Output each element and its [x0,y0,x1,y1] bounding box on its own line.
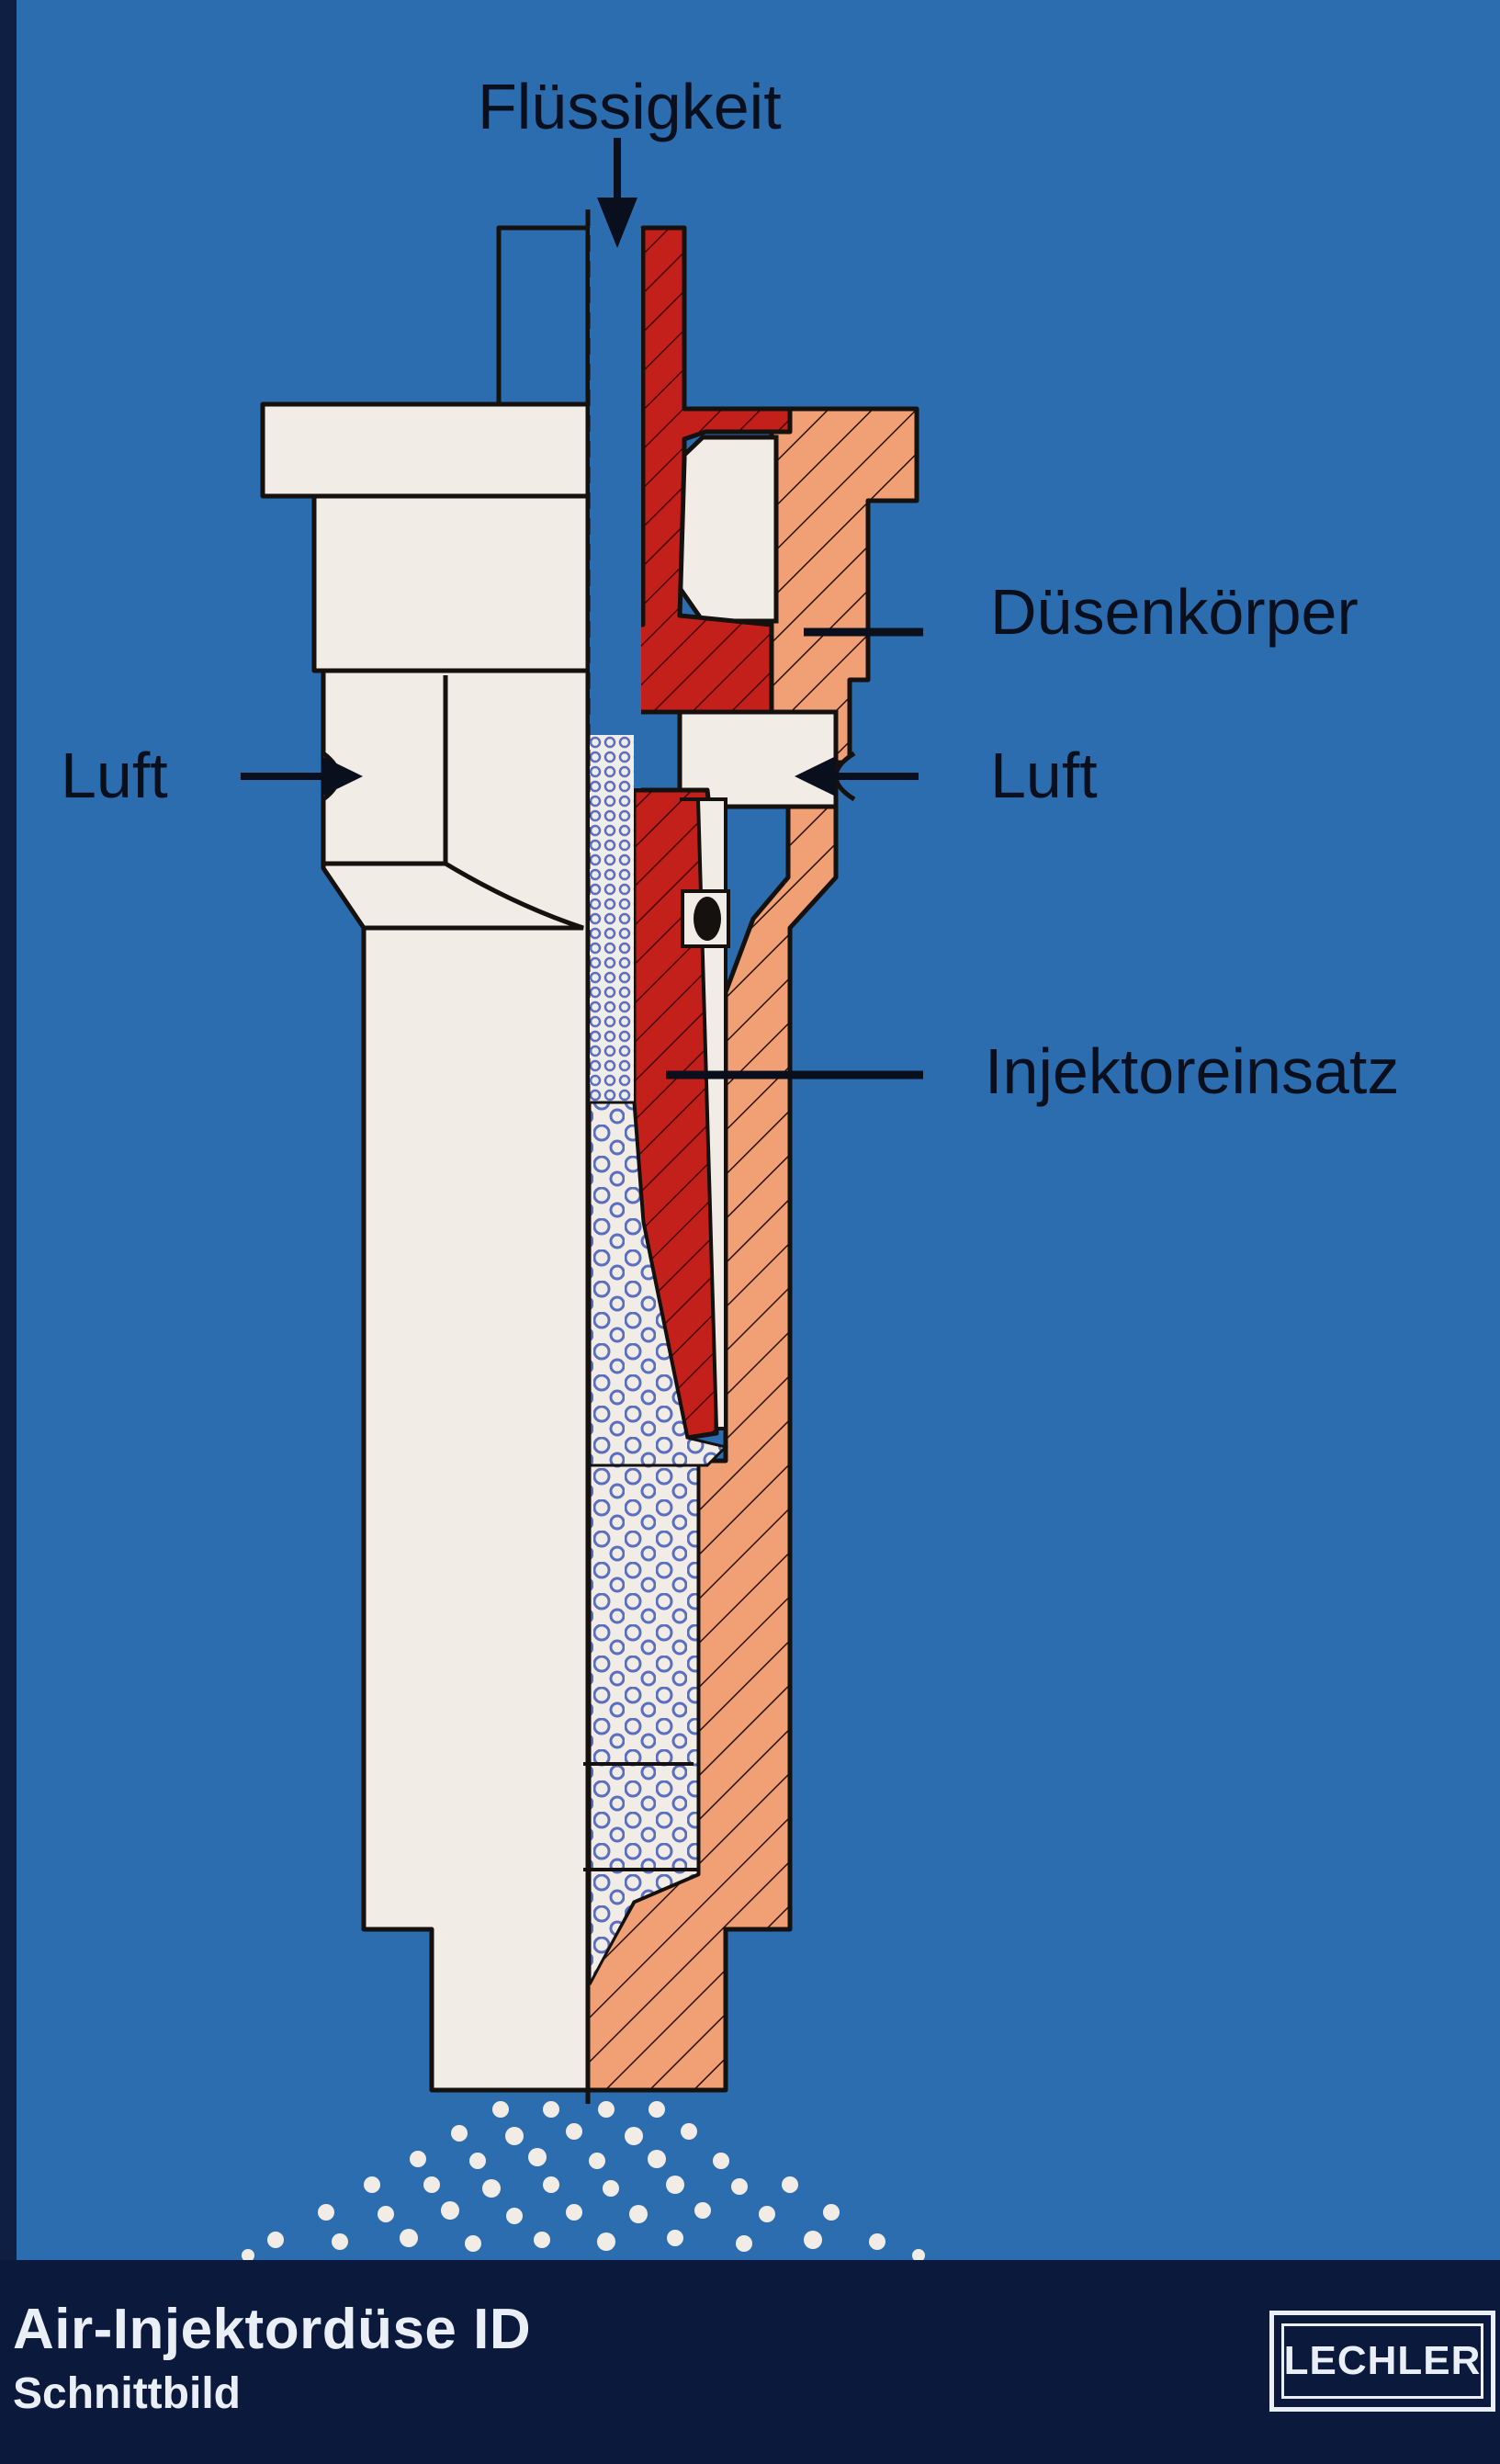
left-edge-band [0,0,17,2260]
footer-subtitle: Schnittbild [13,2369,241,2418]
lechler-logo: LECHLER [1269,2311,1495,2412]
footer-title: Air-Injektordüse ID [13,2298,532,2361]
label-liquid: Flüssigkeit [478,71,782,142]
label-nozzle-body: Düsenkörper [990,576,1359,648]
label-injector-insert: Injektoreinsatz [985,1035,1399,1107]
footer-band [0,2260,1500,2464]
spray-droplets [242,2101,925,2262]
lechler-logo-text: LECHLER [1281,2323,1483,2399]
injector-orifice [694,897,721,941]
label-air-right: Luft [990,740,1098,811]
label-air-left: Luft [61,740,168,811]
liquid-channel [590,228,641,788]
foam-upper [590,735,634,1102]
